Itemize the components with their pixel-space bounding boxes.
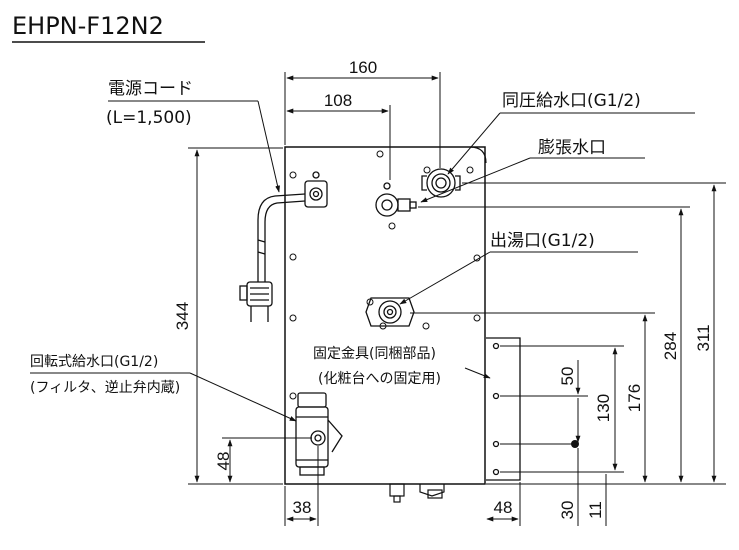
dim-284: 284: [661, 332, 680, 360]
dim-108: 108: [324, 91, 352, 110]
leader-lines: [30, 100, 695, 422]
fixing-bracket: [486, 337, 521, 481]
expansion-outlet-label: 膨張水口: [538, 138, 606, 158]
dim-344: 344: [173, 302, 192, 330]
dim-130: 130: [594, 394, 613, 422]
dim-176: 176: [625, 384, 644, 412]
dim-50: 50: [558, 367, 577, 386]
dim-30: 30: [558, 501, 577, 520]
power-cord-length-label: (L=1,500): [106, 108, 192, 128]
dim-48-left: 48: [214, 452, 233, 471]
expansion-outlet-fitting: [375, 182, 417, 217]
power-cord-label: 電源コード: [108, 79, 193, 99]
bracket-note-label: (化粧台への固定用): [318, 371, 441, 387]
dim-160: 160: [349, 58, 377, 77]
hot-water-outlet-label: 出湯口(G1/2): [490, 231, 595, 251]
dim-38: 38: [293, 498, 312, 517]
power-cord-drawing: [239, 171, 328, 322]
bottom-fittings: [389, 483, 445, 503]
rotary-inlet-label: 回転式給水口(G1/2): [30, 354, 158, 370]
dim-48-bottom: 48: [494, 498, 513, 517]
pressure-inlet-fitting: [421, 168, 461, 198]
model-title: EHPN-F12N2: [12, 12, 164, 40]
rotary-inlet-note-label: (フィルタ、逆止弁内蔵): [30, 380, 180, 396]
pressure-inlet-label: 同圧給水口(G1/2): [502, 91, 641, 111]
dimension-lines: [188, 72, 726, 526]
rotary-inlet-fitting: [295, 392, 343, 476]
dim-311: 311: [694, 324, 713, 351]
dim-11: 11: [586, 501, 605, 519]
bracket-label: 固定金具(同梱部品): [313, 346, 436, 362]
hot-water-outlet-fitting: [365, 297, 415, 327]
